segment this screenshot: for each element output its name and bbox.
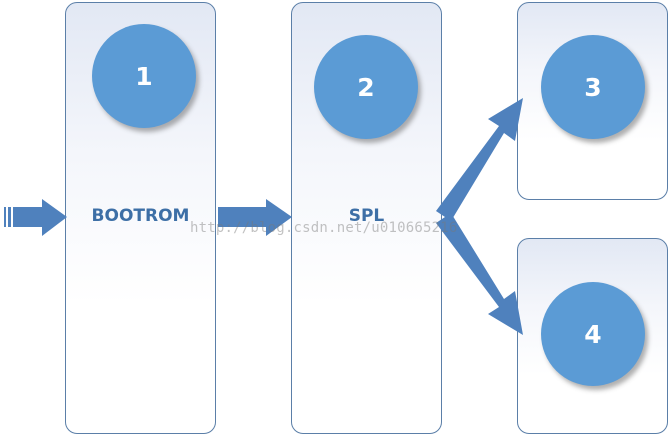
arrow-spl-to-4 <box>436 213 523 335</box>
arrow-bootrom-to-spl <box>218 199 292 236</box>
arrow-spl-to-3 <box>436 98 523 221</box>
bootrom-label: BOOTROM <box>91 206 190 226</box>
watermark-url: http://blog.csdn.net/u010665216 <box>190 220 458 236</box>
stage-2-number-badge: 2 <box>314 35 418 139</box>
stage-1-number-badge: 1 <box>92 24 196 128</box>
stage-4-number-badge: 4 <box>541 282 645 386</box>
spl-label: SPL <box>348 206 385 226</box>
stage-3-number-badge: 3 <box>541 35 645 139</box>
entry-arrow <box>4 199 67 236</box>
